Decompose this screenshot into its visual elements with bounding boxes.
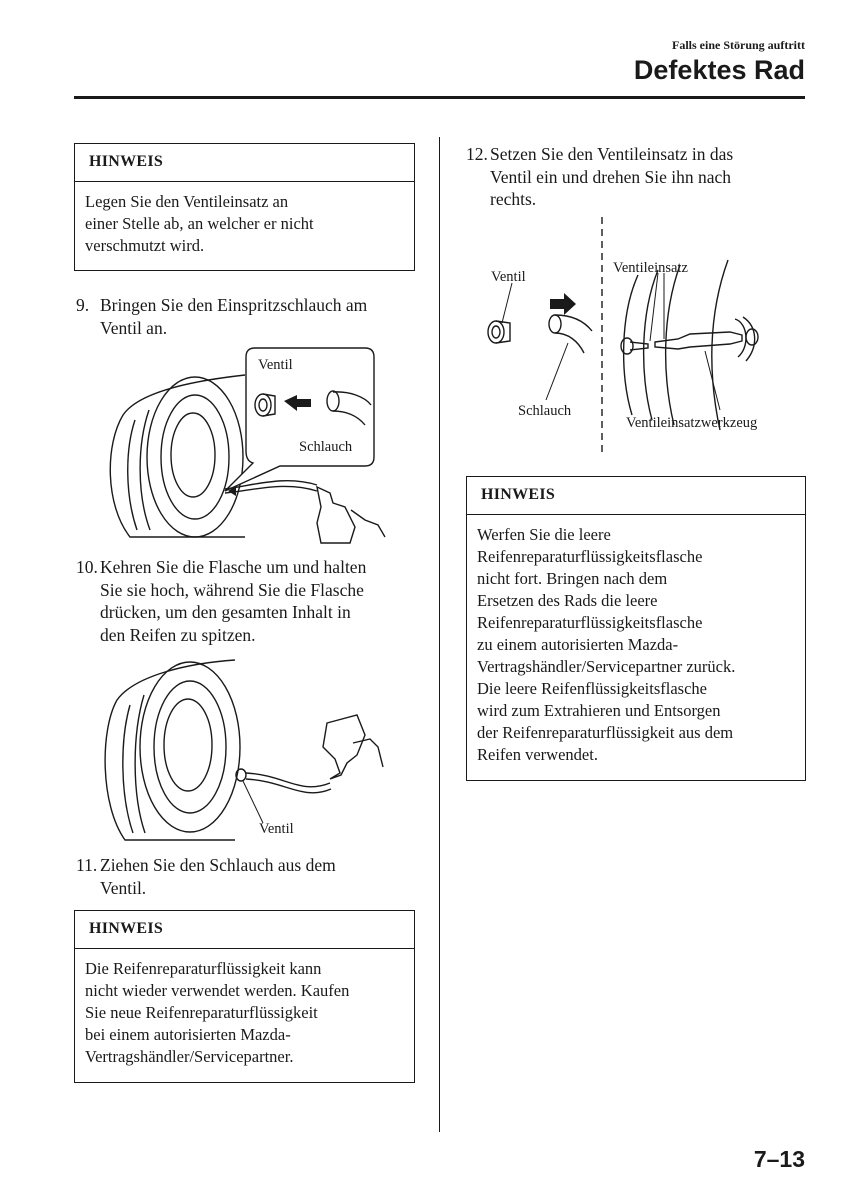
note-box: HINWEIS Werfen Sie die leere Reifenrepar… [466, 476, 806, 781]
note-heading: HINWEIS [75, 144, 414, 182]
step-item: 12. Setzen Sie den Ventileinsatz in das … [466, 143, 806, 213]
figure-label: Schlauch [518, 403, 572, 419]
note-box: HINWEIS Legen Sie den Ventileinsatz an e… [74, 143, 415, 271]
step-text: Ziehen Sie den Schlauch aus dem Ventil. [100, 855, 336, 898]
note-heading: HINWEIS [467, 477, 805, 515]
step-item: 11. Ziehen Sie den Schlauch aus dem Vent… [76, 854, 416, 900]
step-number: 11. [76, 855, 98, 875]
figure-attach-hose: Ventil Schlauch [109, 347, 386, 544]
step-number: 10. [76, 557, 98, 577]
note-text: Legen Sie den Ventileinsatz an einer Ste… [85, 192, 314, 255]
note-text: Werfen Sie die leere Reifenreparaturflüs… [477, 525, 736, 764]
step-item: 9. Bringen Sie den Einspritzschlauch am … [76, 294, 416, 340]
page-number: 7–13 [753, 1146, 805, 1172]
note-text: Die Reifenreparaturflüssigkeit kann nich… [85, 959, 350, 1066]
step-number: 12. [466, 144, 488, 164]
figure-label: Schlauch [299, 439, 353, 455]
figure-valve-core: Ventil Ventileinsatz Schlauch Ventileins… [487, 217, 759, 455]
step-text: Setzen Sie den Ventileinsatz in das Vent… [490, 144, 734, 209]
step-item: 10. Kehren Sie die Flasche um und halten… [76, 556, 416, 648]
figure-label: Ventileinsatzwerkzeug [626, 415, 757, 431]
figure-label: Ventil [491, 269, 526, 285]
figure-label: Ventil [259, 821, 294, 837]
note-heading: HINWEIS [75, 911, 414, 949]
step-number: 9. [76, 295, 90, 315]
figure-label: Ventil [258, 357, 293, 373]
note-box: HINWEIS Die Reifenreparaturflüssigkeit k… [74, 910, 415, 1083]
header-rule [74, 96, 805, 99]
figure-inject-fluid: Ventil [104, 659, 384, 841]
figure-label: Ventileinsatz [613, 260, 688, 276]
step-text: Bringen Sie den Einspritzschlauch am Ven… [100, 295, 368, 338]
column-divider [439, 137, 440, 1132]
section-heading: Falls eine Störung auftritt [672, 38, 805, 52]
page-title: Defektes Rad [633, 55, 805, 85]
step-text: Kehren Sie die Flasche um und halten Sie… [100, 557, 367, 645]
